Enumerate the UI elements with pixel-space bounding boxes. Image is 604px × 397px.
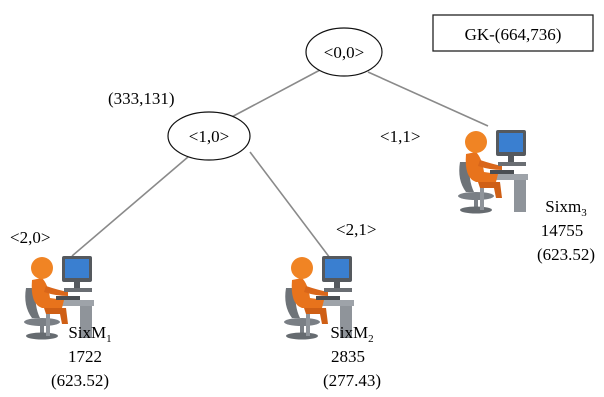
gk-box [432,14,594,52]
computer-3-name: Sixm3 [545,197,587,219]
mid-node-label: <1,0> [189,127,229,146]
mid-node-value: (333,131) [108,89,175,108]
edge-mid-left [71,150,196,257]
edge-root-mid [225,69,321,121]
computer-3-count: 14755 [541,221,584,240]
computer-2-name: SixM2 [330,323,373,345]
person-at-computer-icon [458,130,528,214]
computer-2-count: 2835 [331,347,365,366]
computer-1-name: SixM1 [68,323,111,345]
computer-2-value: (277.43) [323,371,381,390]
computer-3-value: (623.52) [537,245,595,264]
root-node-label: <0,0> [324,43,364,62]
computer-1-count: 1722 [68,347,102,366]
edge-mid-midleaf [249,151,331,259]
gk-label: GK-(664,736) [465,25,562,44]
root-node [305,27,383,77]
computer-1-value: (623.52) [51,371,109,390]
mid-node [167,111,251,161]
right-node-label: <1,1> [380,127,420,146]
left-leaf-label: <2,0> [10,228,50,247]
mid-leaf-label: <2,1> [336,220,376,239]
edge-root-right [367,71,489,127]
